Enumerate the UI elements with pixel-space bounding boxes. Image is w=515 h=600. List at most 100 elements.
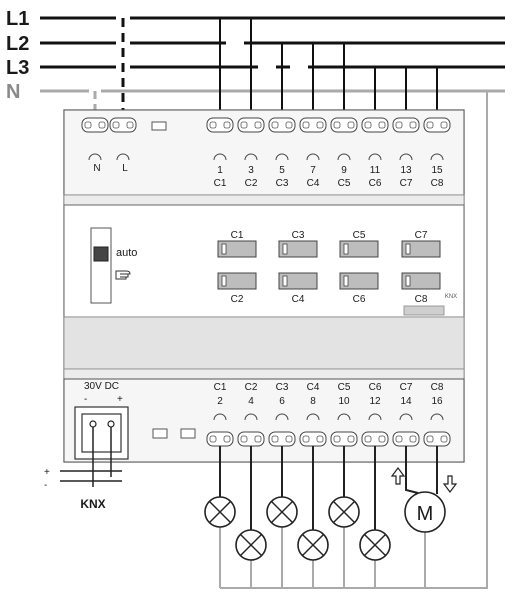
knx-bus-terminal[interactable] — [74, 406, 129, 460]
channel-switch-button[interactable] — [339, 240, 379, 258]
top-channel-label: C4 — [307, 178, 320, 189]
mode-label-auto: auto — [116, 247, 137, 259]
top-terminal-number: 13 — [400, 165, 412, 176]
motor-down-arrow-icon — [442, 475, 458, 493]
terminal-clamp[interactable] — [81, 117, 109, 161]
bottom-terminal-number: 8 — [310, 396, 316, 407]
channel-switch-button[interactable] — [278, 272, 318, 290]
top-channel-label: C1 — [214, 178, 227, 189]
terminal-clamp[interactable] — [330, 117, 358, 161]
bottom-channel-label: C6 — [369, 382, 382, 393]
switch-label-bottom: C6 — [353, 294, 366, 305]
bottom-terminal-number: 14 — [400, 396, 412, 407]
lamp-icon — [359, 529, 391, 561]
bus-wires — [60, 427, 122, 487]
switch-label-top: C1 — [231, 230, 244, 241]
label-strip — [403, 305, 445, 316]
channel-switch-button[interactable] — [401, 240, 441, 258]
switch-label-top: C7 — [415, 230, 428, 241]
terminal-label-l: L — [122, 163, 128, 174]
terminal-clamp[interactable] — [423, 117, 451, 161]
top-terminal-number: 1 — [217, 165, 223, 176]
loads — [204, 446, 438, 588]
terminal-clamp[interactable] — [206, 117, 234, 161]
channel-switch-button[interactable] — [217, 240, 257, 258]
bottom-channel-label: C2 — [245, 382, 258, 393]
bottom-terminal-number: 12 — [369, 396, 381, 407]
terminal-clamp[interactable] — [206, 413, 234, 447]
bottom-terminal-number: 10 — [338, 396, 350, 407]
bottom-terminal-number: 6 — [279, 396, 285, 407]
switch-label-bottom: C8 — [415, 294, 428, 305]
bus-minus-label: - — [84, 394, 87, 405]
channel-switch-button[interactable] — [339, 272, 379, 290]
line-label-l2: L2 — [6, 33, 29, 55]
terminal-clamp[interactable] — [109, 117, 137, 161]
supply-lines — [40, 16, 505, 93]
top-terminal-number: 9 — [341, 165, 347, 176]
line-label-n: N — [6, 81, 20, 103]
bottom-terminal-number: 4 — [248, 396, 254, 407]
bottom-terminal-screws — [206, 413, 451, 447]
top-channel-label: C5 — [338, 178, 351, 189]
mode-switch[interactable] — [90, 227, 112, 304]
top-terminal-number: 15 — [431, 165, 443, 176]
line-label-l3: L3 — [6, 57, 29, 79]
bottom-terminal-number: 2 — [217, 396, 223, 407]
lamp-icon — [266, 496, 298, 528]
bus-name-label: KNX — [80, 497, 105, 511]
top-channel-label: C3 — [276, 178, 289, 189]
top-channel-label: C2 — [245, 178, 258, 189]
top-terminal-number: 11 — [370, 165, 381, 176]
line-label-l1: L1 — [6, 8, 29, 30]
top-channel-label: C8 — [431, 178, 444, 189]
neutral-return — [220, 91, 488, 589]
bottom-channel-label: C1 — [214, 382, 227, 393]
bus-voltage-label: 30V DC — [84, 381, 119, 392]
motor — [404, 491, 446, 533]
terminal-clamp[interactable] — [268, 117, 296, 161]
top-terminal-number: 7 — [310, 165, 316, 176]
switch-label-top: C3 — [292, 230, 305, 241]
terminal-clamp[interactable] — [392, 413, 420, 447]
top-terminal-number: 3 — [248, 165, 254, 176]
terminal-label-n: N — [93, 163, 100, 174]
device-logo: KNX — [445, 294, 457, 300]
top-terminal-number: 5 — [279, 165, 285, 176]
switch-label-bottom: C2 — [231, 294, 244, 305]
lamp-icon — [328, 496, 360, 528]
channel-switch-button[interactable] — [217, 272, 257, 290]
terminal-clamp[interactable] — [361, 117, 389, 161]
motor-label: M — [417, 503, 434, 525]
bottom-channel-label: C3 — [276, 382, 289, 393]
lamp-icon — [204, 496, 236, 528]
top-terminal-screws — [81, 117, 451, 161]
terminal-clamp[interactable] — [392, 117, 420, 161]
module-clips — [151, 121, 196, 439]
bus-plus-label: + — [117, 394, 123, 405]
lamp-icon — [297, 529, 329, 561]
terminal-clamp[interactable] — [237, 117, 265, 161]
phase-drops — [219, 18, 438, 122]
lamp-icon — [235, 529, 267, 561]
terminal-clamp[interactable] — [299, 413, 327, 447]
terminal-clamp[interactable] — [299, 117, 327, 161]
bottom-channel-label: C7 — [400, 382, 413, 393]
bus-wire-minus-label: - — [44, 480, 47, 491]
bottom-channel-label: C4 — [307, 382, 320, 393]
switch-label-bottom: C4 — [292, 294, 305, 305]
channel-switch-button[interactable] — [278, 240, 318, 258]
hand-icon — [115, 270, 131, 280]
top-channel-label: C7 — [400, 178, 413, 189]
terminal-clamp[interactable] — [330, 413, 358, 447]
terminal-clamp[interactable] — [423, 413, 451, 447]
bus-wire-plus-label: + — [44, 467, 50, 478]
bottom-terminal-number: 16 — [431, 396, 443, 407]
top-channel-label: C6 — [369, 178, 382, 189]
channel-switch-button[interactable] — [401, 272, 441, 290]
motor-up-arrow-icon — [390, 467, 406, 485]
